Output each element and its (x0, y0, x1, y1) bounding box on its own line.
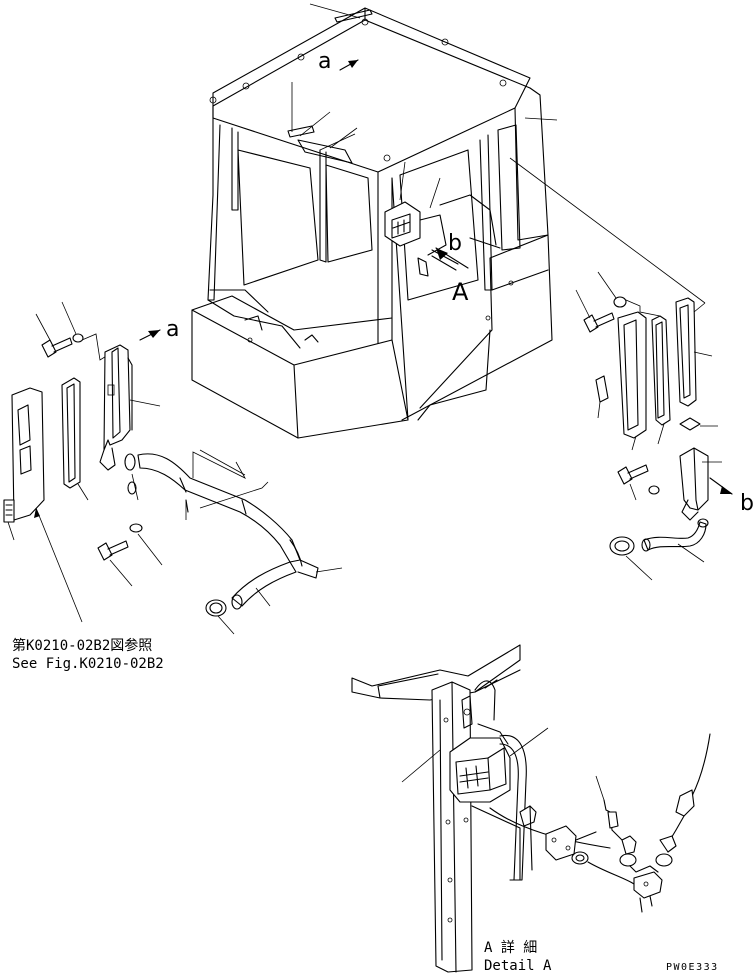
hose-right (641, 518, 709, 552)
view-arrow-b-cab: b (448, 231, 501, 256)
hose-left (231, 561, 297, 610)
reference-note-en: See Fig.K0210-02B2 (12, 656, 164, 672)
view-label-A: A (452, 278, 469, 306)
bolt-right-lower (617, 464, 649, 485)
pillar-cover-left (99, 344, 133, 471)
detail-caption-jp: A 詳 細 (484, 940, 537, 956)
reference-note-jp: 第K0210-02B2図参照 (12, 637, 152, 654)
detail-A: A 詳 細 Detail A (351, 644, 711, 974)
pillar-cover-right-2 (675, 297, 697, 407)
leader-lines-cab (291, 3, 706, 304)
bolt-left-upper (41, 337, 73, 358)
view-arrow-A-cab: A (431, 247, 469, 306)
work-lamp-detail (449, 723, 511, 803)
view-label-a: a (318, 49, 331, 74)
view-arrow-b-right: b (709, 477, 754, 516)
detail-caption-en: Detail A (484, 958, 552, 974)
view-arrow-a-left: a (139, 317, 179, 342)
right-parts: b (575, 271, 754, 581)
view-label-a-left: a (166, 317, 179, 342)
trim-strip-right (651, 315, 671, 426)
left-parts: a (3, 301, 343, 672)
air-duct-left (137, 453, 319, 579)
view-arrow-a-upper: a (318, 49, 359, 74)
left-pillar-trim (3, 387, 45, 523)
duct-bracket-right (679, 447, 709, 521)
pillar-cover-right-1 (617, 311, 647, 439)
connector-plate (545, 825, 577, 861)
bolt-left-lower (97, 540, 129, 561)
cab-assembly (191, 7, 553, 439)
trim-strip-left (61, 377, 81, 489)
view-label-b-cab: b (448, 231, 462, 256)
drawing-code: PW0E333 (666, 962, 719, 973)
view-label-b-right: b (740, 491, 754, 516)
